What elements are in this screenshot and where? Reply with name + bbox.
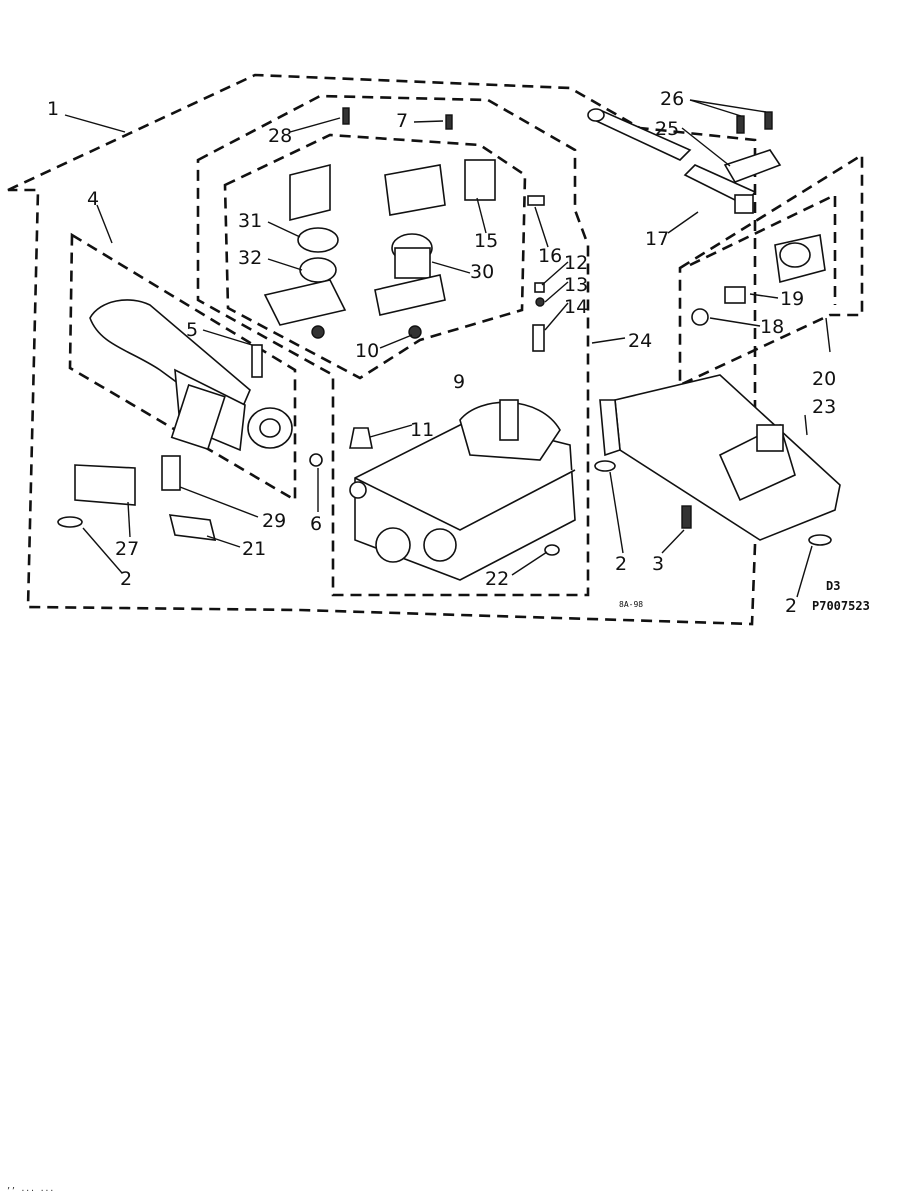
callout-13: 13 xyxy=(564,274,588,296)
screw-2b xyxy=(594,460,616,472)
screw-7 xyxy=(445,114,453,130)
spring-14 xyxy=(532,324,545,352)
callout-15: 15 xyxy=(474,230,498,252)
screw-2c xyxy=(808,534,832,546)
callout-27: 27 xyxy=(115,538,139,560)
callout-2-right: 2 xyxy=(785,595,797,617)
pilot-burner-part xyxy=(89,299,293,452)
callout-9: 9 xyxy=(453,371,465,393)
callout-29: 29 xyxy=(262,510,286,532)
callout-6: 6 xyxy=(310,513,322,535)
callout-28: 28 xyxy=(268,125,292,147)
code-d3: D3 xyxy=(826,579,840,593)
clip-16 xyxy=(527,195,545,206)
part-number: P7007523 xyxy=(812,599,870,613)
callout-31: 31 xyxy=(238,210,262,232)
callout-11: 11 xyxy=(410,419,434,441)
bracket-25 xyxy=(723,111,782,183)
callout-24: 24 xyxy=(628,330,652,352)
callout-21: 21 xyxy=(242,538,266,560)
callout-22: 22 xyxy=(485,568,509,590)
assembly-boundary-20-inner xyxy=(689,192,837,305)
callout-10: 10 xyxy=(355,340,379,362)
callout-3: 3 xyxy=(652,553,664,575)
screw-5 xyxy=(251,344,263,378)
footer-mark: ’’ ··· ··· xyxy=(6,1186,55,1195)
callout-20: 20 xyxy=(812,368,836,390)
callout-26: 26 xyxy=(660,88,684,110)
callout-12: 12 xyxy=(564,252,588,274)
washer-13 xyxy=(535,297,545,307)
callout-17: 17 xyxy=(645,228,669,250)
callout-14: 14 xyxy=(564,296,588,318)
nut-12 xyxy=(534,282,545,293)
callout-5: 5 xyxy=(186,319,198,341)
callout-19: 19 xyxy=(780,288,804,310)
screw-3 xyxy=(681,505,692,529)
callout-32: 32 xyxy=(238,247,262,269)
small-mark: 8A-98 xyxy=(619,600,643,609)
callout-18: 18 xyxy=(760,316,784,338)
mounting-bracket-23 xyxy=(599,374,841,541)
plate-29 xyxy=(161,455,181,491)
callout-25: 25 xyxy=(655,118,679,140)
clip-27 xyxy=(74,464,136,506)
assembly-boundary-1 xyxy=(7,73,757,626)
leader-lines xyxy=(64,99,831,598)
tube-17 xyxy=(587,108,757,214)
callout-2-middle: 2 xyxy=(615,553,627,575)
valve-assembly-20 xyxy=(691,234,826,326)
callout-4: 4 xyxy=(87,188,99,210)
callout-7: 7 xyxy=(396,110,408,132)
plug-22 xyxy=(544,544,560,556)
callout-16: 16 xyxy=(538,245,562,267)
assembly-boundary-9 xyxy=(223,133,527,380)
callout-2-left: 2 xyxy=(120,568,132,590)
screw-28 xyxy=(342,107,350,125)
washer-6 xyxy=(309,453,323,467)
thermostat-body-part xyxy=(349,399,576,581)
knob-11 xyxy=(349,427,373,449)
callout-23: 23 xyxy=(812,396,836,418)
magnet-unit-31 xyxy=(263,163,347,326)
screw-21 xyxy=(168,514,217,541)
magnet-unit-30 xyxy=(374,159,496,316)
dot-10a xyxy=(311,325,325,339)
screw-2a xyxy=(57,516,83,528)
callout-30: 30 xyxy=(470,261,494,283)
callout-1: 1 xyxy=(47,98,59,120)
